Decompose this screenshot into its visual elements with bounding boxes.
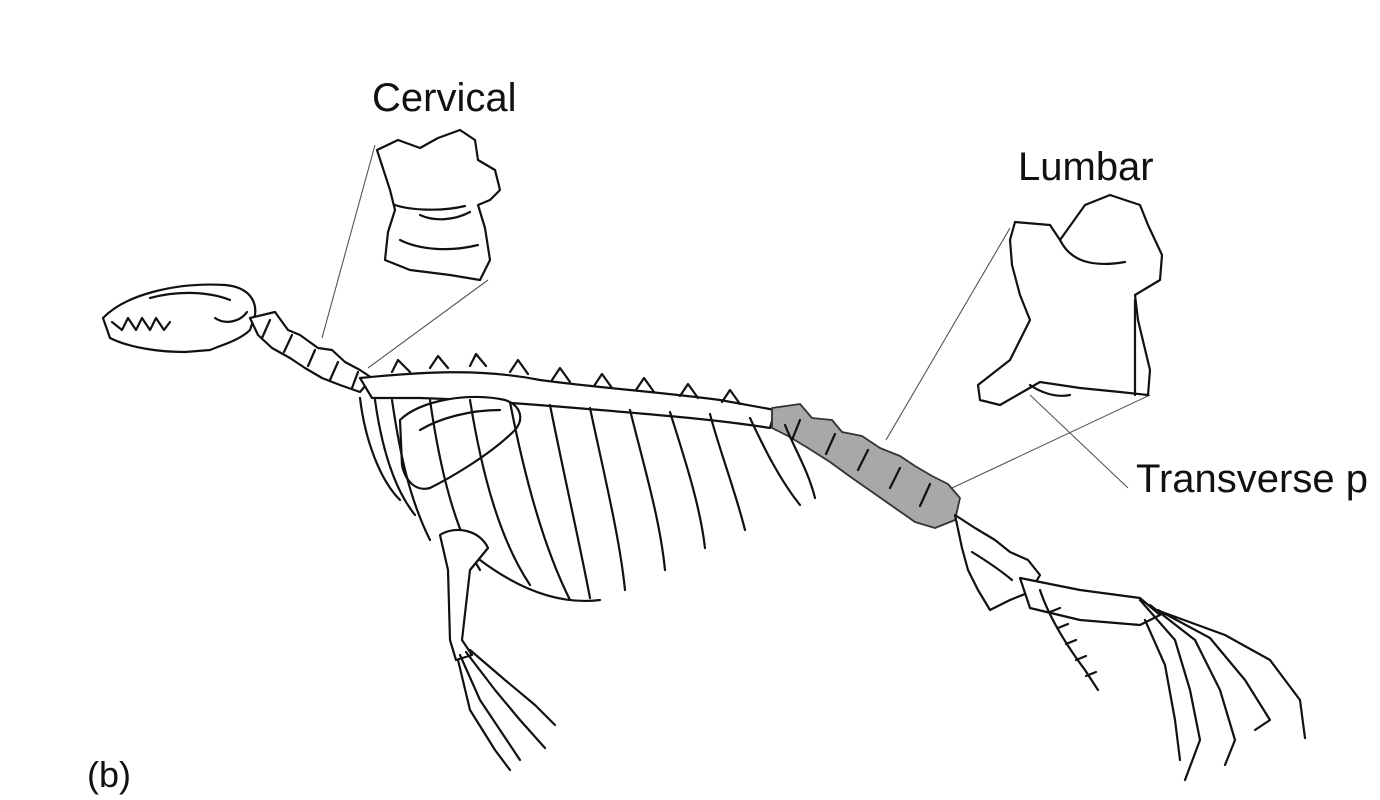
scapula bbox=[398, 395, 522, 490]
cervical-vertebra-inset bbox=[375, 128, 502, 282]
tail bbox=[1038, 588, 1100, 692]
skull bbox=[101, 283, 257, 354]
ribcage bbox=[358, 396, 817, 602]
cervical-vertebrae bbox=[248, 310, 374, 394]
cervical-label: Cervical bbox=[372, 76, 517, 120]
transverse-process-label: Transverse p bbox=[1136, 457, 1368, 501]
fore-flipper bbox=[438, 528, 557, 772]
cervical-leader-lines bbox=[321, 144, 489, 369]
lumbar-vertebra-inset bbox=[976, 193, 1164, 407]
hind-flipper bbox=[1018, 576, 1307, 782]
panel-label: (b) bbox=[87, 754, 131, 795]
lumbar-vertebrae-highlight bbox=[771, 403, 961, 529]
lumbar-label: Lumbar bbox=[1018, 145, 1154, 189]
lumbar-leader-lines bbox=[885, 227, 1151, 489]
